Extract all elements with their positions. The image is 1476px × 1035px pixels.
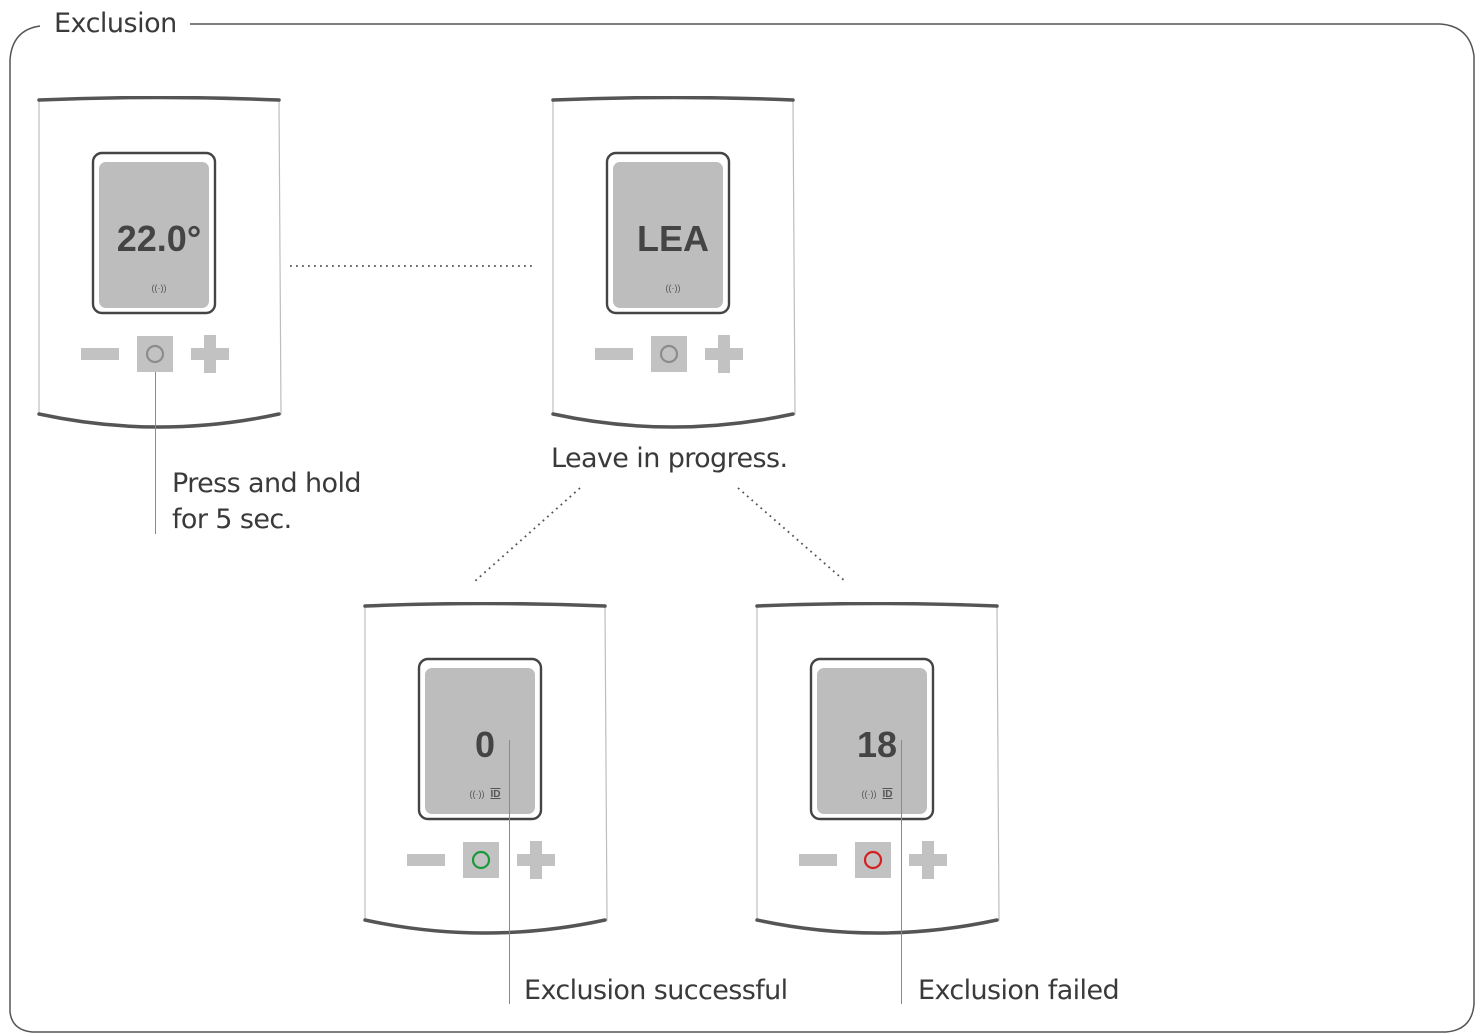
connector-dotted — [737, 487, 847, 583]
minus-button — [407, 854, 445, 866]
caption-press-hold: Press and hold for 5 sec. — [172, 466, 362, 538]
center-button — [651, 336, 687, 372]
caption-leave: Leave in progress. — [551, 443, 788, 474]
minus-button — [799, 854, 837, 866]
screen — [99, 162, 209, 308]
led-ring — [471, 850, 491, 870]
caption-success: Exclusion successful — [524, 975, 788, 1006]
status-icons: ((·)) — [35, 282, 283, 294]
caption-failed: Exclusion failed — [918, 975, 1120, 1006]
status-icons: ((·)) ID — [361, 788, 609, 800]
status-icons: ((·)) — [549, 282, 797, 294]
screen — [613, 162, 723, 308]
thermostat-device-failed: 18 ((·)) ID — [753, 602, 1001, 942]
caption-press-line2: for 5 sec. — [172, 504, 292, 535]
center-button — [855, 842, 891, 878]
thermostat-device-idle: 22.0° ((·)) — [35, 96, 283, 436]
minus-button — [81, 348, 119, 360]
radio-signal-icon: ((·)) — [861, 789, 877, 799]
display-value: LEA — [637, 218, 709, 259]
minus-button — [595, 348, 633, 360]
center-button — [463, 842, 499, 878]
led-ring — [863, 850, 883, 870]
status-icons: ((·)) ID — [753, 788, 1001, 800]
thermostat-device-success: 0 ((·)) ID — [361, 602, 609, 942]
caption-press-line1: Press and hold — [172, 468, 362, 499]
led-ring — [659, 344, 679, 364]
id-icon: ID — [882, 789, 893, 800]
radio-signal-icon: ((·)) — [469, 789, 485, 799]
screen — [817, 668, 927, 814]
leader-line — [155, 372, 156, 534]
connector-dotted — [473, 487, 581, 583]
thermostat-device-leaving: LEA ((·)) — [549, 96, 797, 436]
id-icon: ID — [490, 789, 501, 800]
radio-signal-icon: ((·)) — [665, 283, 681, 293]
led-ring — [145, 344, 165, 364]
display-value: 18 — [856, 724, 898, 765]
leader-line — [901, 740, 902, 1004]
display-value: 22.0° — [116, 218, 202, 259]
leader-line — [509, 740, 510, 1004]
display-value: 0 — [474, 724, 496, 765]
screen — [425, 668, 535, 814]
center-button — [137, 336, 173, 372]
section-title: Exclusion — [52, 8, 179, 39]
radio-signal-icon: ((·)) — [151, 283, 167, 293]
